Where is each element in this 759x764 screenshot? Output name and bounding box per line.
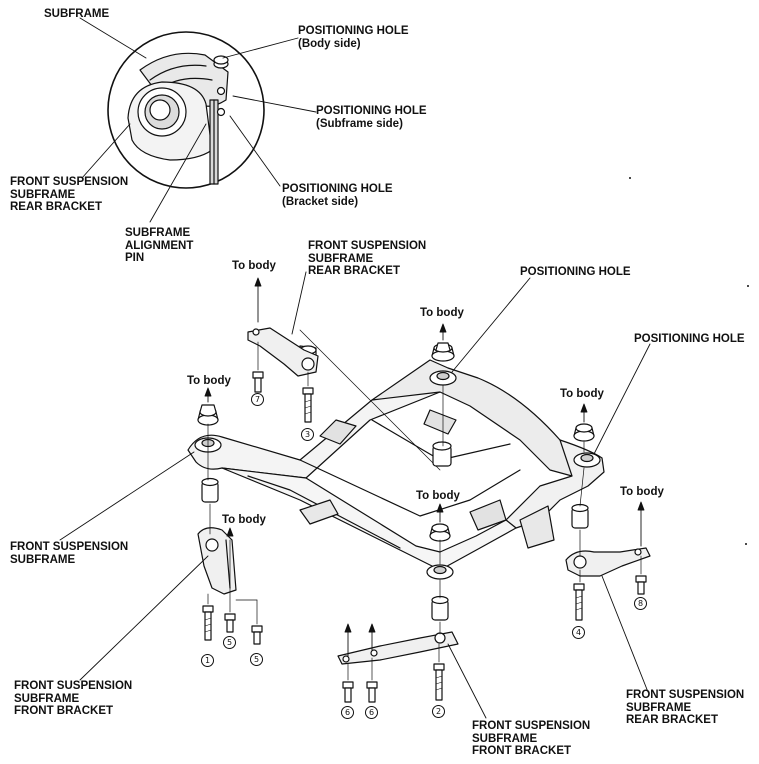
label-rear-bracket-right: FRONT SUSPENSION SUBFRAME REAR BRACKET — [626, 689, 745, 726]
label-positioning-hole-body: POSITIONING HOLE (Body side) — [298, 25, 409, 50]
label-front-bracket-center: FRONT SUSPENSION SUBFRAME FRONT BRACKET — [472, 720, 591, 757]
label-alignment-pin: SUBFRAME ALIGNMENT PIN — [125, 227, 194, 264]
bolt-number-3: 3 — [301, 428, 314, 441]
to-body-label: To body — [560, 388, 604, 400]
label-front-bracket-left: FRONT SUSPENSION SUBFRAME FRONT BRACKET — [14, 680, 133, 717]
label-positioning-hole-right: POSITIONING HOLE — [634, 333, 745, 345]
label-rear-bracket-top: FRONT SUSPENSION SUBFRAME REAR BRACKET — [308, 240, 427, 277]
label-positioning-hole-bracket: POSITIONING HOLE (Bracket side) — [282, 183, 393, 208]
bolt-number-1: 1 — [201, 654, 214, 667]
mount-nuts — [199, 342, 451, 413]
bolt-number-5: 5 — [250, 653, 263, 666]
upper-cushions — [197, 343, 595, 542]
label-rear-bracket-inset: FRONT SUSPENSION SUBFRAME REAR BRACKET — [10, 176, 129, 213]
bolt-number-5: 5 — [223, 636, 236, 649]
inset-leaders — [79, 17, 317, 223]
bolt-threads — [204, 399, 583, 691]
label-positioning-hole-subframe: POSITIONING HOLE (Subframe side) — [316, 105, 427, 130]
brackets — [197, 327, 651, 665]
subframe-main — [187, 329, 605, 571]
speck-marks — [629, 177, 749, 545]
bolts — [202, 371, 647, 703]
label-subframe: SUBFRAME — [44, 8, 110, 20]
to-body-label: To body — [187, 375, 231, 387]
bolt-number-2: 2 — [432, 705, 445, 718]
callout-leaders — [59, 271, 651, 719]
bolt-number-6: 6 — [341, 706, 354, 719]
to-body-label: To body — [416, 490, 460, 502]
bolt-number-6: 6 — [365, 706, 378, 719]
to-body-label: To body — [222, 514, 266, 526]
to-body-label: To body — [420, 307, 464, 319]
label-positioning-hole-center: POSITIONING HOLE — [520, 266, 631, 278]
label-front-subframe: FRONT SUSPENSION SUBFRAME — [10, 541, 129, 566]
bolt-number-7: 7 — [251, 393, 264, 406]
assembly-guide-lines — [207, 341, 642, 681]
inset-detail — [107, 31, 265, 189]
to-body-label: To body — [620, 486, 664, 498]
to-body-label: To body — [232, 260, 276, 272]
bolt-number-4: 4 — [572, 626, 585, 639]
to-body-arrows — [204, 277, 645, 657]
bolt-number-8: 8 — [634, 597, 647, 610]
